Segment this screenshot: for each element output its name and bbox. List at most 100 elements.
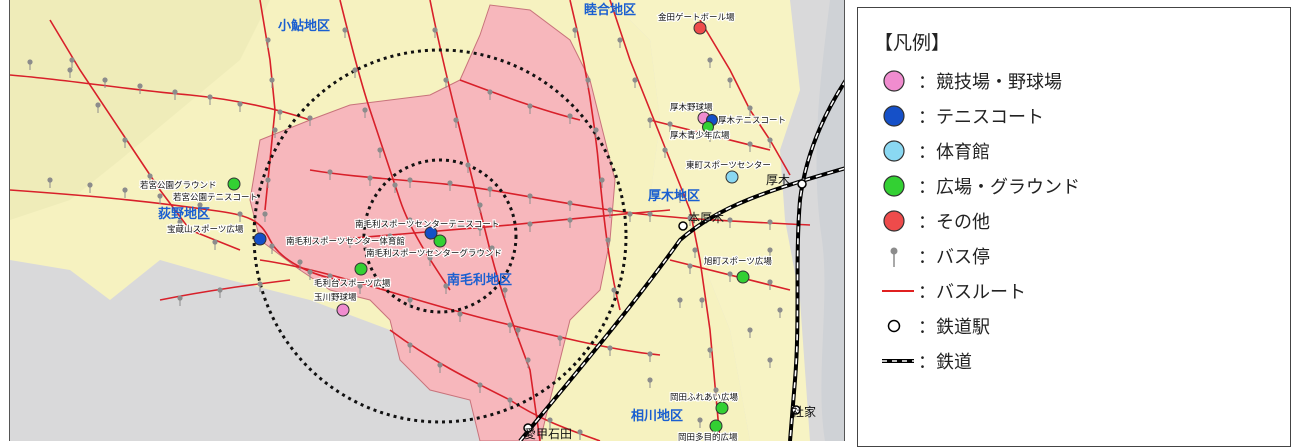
facility-stadium-marker[interactable] [336,303,350,317]
facility-plaza-marker[interactable] [736,270,750,284]
bus-stop-pin[interactable] [707,347,713,358]
bus-stop-pin[interactable] [357,283,363,294]
map-canvas[interactable]: 小鮎地区 睦合地区 荻野地区 厚木地区 南毛利地区 相川地区 本厚木 厚木 愛甲… [10,0,845,441]
bus-stop-pin[interactable] [217,287,223,298]
bus-stop-pin[interactable] [527,103,533,114]
bus-stop-pin[interactable] [437,362,443,373]
bus-stop-pin[interactable] [95,102,101,113]
bus-stop-pin[interactable] [687,215,693,226]
bus-stop-pin[interactable] [262,211,268,222]
bus-stop-pin[interactable] [699,297,705,308]
bus-stop-pin[interactable] [667,121,673,132]
bus-stop-pin[interactable] [212,239,218,250]
bus-stop-pin[interactable] [727,271,733,282]
bus-stop-pin[interactable] [377,147,383,158]
bus-stop-pin[interactable] [265,177,271,188]
bus-stop-pin[interactable] [477,202,483,213]
facility-gym-marker[interactable] [725,170,739,184]
bus-stop-pin[interactable] [487,186,493,197]
bus-stop-pin[interactable] [122,187,128,198]
bus-stop-pin[interactable] [727,217,733,228]
bus-stop-pin[interactable] [367,175,373,186]
bus-stop-pin[interactable] [237,101,243,112]
bus-stop-pin[interactable] [157,193,163,204]
station-marker[interactable] [678,221,688,231]
bus-stop-pin[interactable] [67,67,73,78]
bus-stop-pin[interactable] [277,109,283,120]
bus-stop-pin[interactable] [269,77,275,88]
bus-stop-pin[interactable] [525,357,531,368]
bus-stop-pin[interactable] [677,192,683,203]
bus-stop-pin[interactable] [767,279,773,290]
bus-stop-pin[interactable] [647,117,653,128]
bus-stop-pin[interactable] [611,287,617,298]
bus-stop-pin[interactable] [767,137,773,148]
bus-stop-pin[interactable] [567,200,573,211]
bus-stop-pin[interactable] [432,27,438,38]
bus-stop-pin[interactable] [747,105,753,116]
bus-stop-pin[interactable] [507,397,513,408]
bus-stop-pin[interactable] [352,67,358,78]
bus-stop-pin[interactable] [547,417,553,428]
bus-stop-pin[interactable] [707,57,713,68]
bus-stop-pin[interactable] [747,327,753,338]
bus-stop-pin[interactable] [327,273,333,284]
bus-stop-pin[interactable] [447,180,453,191]
bus-stop-pin[interactable] [647,351,653,362]
facility-plaza-marker[interactable] [433,234,447,248]
bus-stop-pin[interactable] [607,345,613,356]
bus-stop-pin[interactable] [747,141,753,152]
bus-stop-pin[interactable] [407,297,413,308]
bus-stop-pin[interactable] [407,217,413,228]
bus-stop-pin[interactable] [87,182,93,193]
bus-stop-pin[interactable] [767,357,773,368]
bus-stop-pin[interactable] [477,382,483,393]
bus-stop-pin[interactable] [577,429,583,440]
bus-stop-pin[interactable] [362,107,368,118]
bus-stop-pin[interactable] [692,247,698,258]
bus-stop-pin[interactable] [593,127,599,138]
bus-stop-pin[interactable] [572,27,578,38]
bus-stop-pin[interactable] [767,219,773,230]
bus-stop-pin[interactable] [647,211,653,222]
facility-other-marker[interactable] [693,21,707,35]
bus-stop-pin[interactable] [407,342,413,353]
bus-stop-pin[interactable] [457,311,463,322]
bus-stop-pin[interactable] [453,117,459,128]
bus-stop-pin[interactable] [122,137,128,148]
bus-stop-pin[interactable] [599,177,605,188]
bus-stop-pin[interactable] [662,147,668,158]
bus-stop-pin[interactable] [387,233,393,244]
bus-stop-pin[interactable] [172,89,178,100]
bus-stop-pin[interactable] [102,77,108,88]
bus-stop-pin[interactable] [585,77,591,88]
bus-stop-pin[interactable] [713,387,719,398]
bus-stop-pin[interactable] [197,202,203,213]
station-marker[interactable] [791,405,801,415]
bus-stop-pin[interactable] [677,297,683,308]
facility-tennis-marker[interactable] [253,232,267,246]
bus-stop-pin[interactable] [257,281,263,292]
facility-plaza-marker[interactable] [702,121,714,133]
bus-stop-pin[interactable] [527,193,533,204]
bus-stop-pin[interactable] [487,89,493,100]
bus-stop-pin[interactable] [627,211,633,222]
bus-stop-pin[interactable] [297,259,303,270]
bus-stop-pin[interactable] [527,221,533,232]
bus-stop-pin[interactable] [647,377,653,388]
bus-stop-pin[interactable] [687,263,693,274]
bus-stop-pin[interactable] [327,169,333,180]
bus-stop-pin[interactable] [342,27,348,38]
bus-stop-pin[interactable] [605,237,611,248]
bus-stop-pin[interactable] [507,322,513,333]
bus-stop-pin[interactable] [515,327,521,338]
bus-stop-pin[interactable] [489,245,495,256]
bus-stop-pin[interactable] [697,417,703,428]
bus-stop-pin[interactable] [269,243,275,254]
bus-stop-pin[interactable] [137,83,143,94]
bus-stop-pin[interactable] [767,247,773,258]
bus-stop-pin[interactable] [307,269,313,280]
bus-stop-pin[interactable] [607,207,613,218]
bus-stop-pin[interactable] [777,307,783,318]
bus-stop-pin[interactable] [407,177,413,188]
